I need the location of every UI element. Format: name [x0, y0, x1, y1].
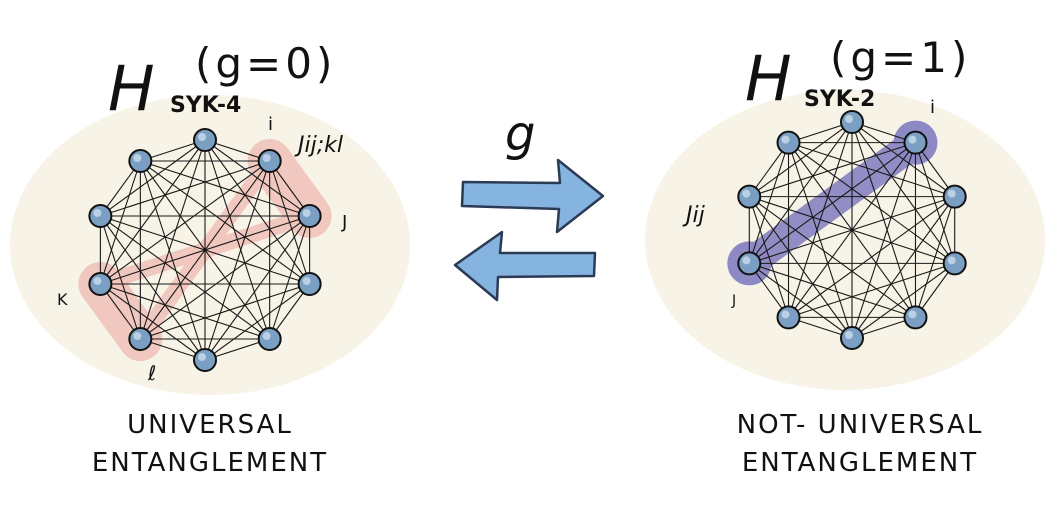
- right-node-label-j: J: [731, 293, 736, 309]
- left-hamiltonian-subscript: SYK-4: [170, 93, 241, 118]
- graph-edge: [140, 160, 310, 217]
- graph-edge: [204, 215, 311, 361]
- graph-edge: [748, 196, 916, 318]
- node-shine: [908, 135, 917, 144]
- graph-edge: [100, 160, 270, 217]
- graph-node: [193, 128, 217, 152]
- right-hamiltonian-parameter: (g=1): [830, 33, 971, 82]
- graph-node: [297, 204, 322, 229]
- node-shine: [302, 209, 311, 218]
- coupling-parameter-g: g: [505, 106, 535, 162]
- node-shine: [262, 154, 271, 163]
- graph-edge: [748, 142, 790, 264]
- graph-edge: [748, 196, 853, 339]
- graph-edge: [851, 196, 956, 339]
- left-node-label-i: i: [268, 114, 273, 135]
- graph-edge: [204, 139, 311, 285]
- graph-edge: [788, 142, 916, 318]
- node-shine: [133, 331, 142, 340]
- node-shine: [93, 209, 102, 218]
- node-shine: [781, 310, 790, 319]
- graph-node: [737, 251, 762, 276]
- node-shine: [947, 189, 956, 198]
- graph-edge: [748, 196, 790, 318]
- left-coupling-label: Jij;kl: [294, 133, 343, 158]
- node-shine: [198, 353, 206, 361]
- graph-node: [88, 271, 113, 296]
- node-shine: [742, 189, 751, 198]
- left-caption-line1: UNIVERSAL: [127, 410, 293, 440]
- node-shine: [198, 133, 206, 141]
- graph-edge: [749, 262, 916, 318]
- node-shine: [93, 276, 102, 285]
- node-shine: [133, 154, 142, 163]
- graph-edge: [748, 262, 853, 339]
- graph-edge: [139, 160, 206, 361]
- graph-edge: [99, 160, 141, 285]
- graph-node: [776, 130, 801, 155]
- graph-edge: [787, 142, 853, 339]
- left-node-label-k: K: [57, 290, 68, 309]
- right-caption: NOT- UNIVERSAL ENTANGLEMENT: [700, 406, 1020, 482]
- left-hamiltonian-symbol: H: [108, 52, 155, 125]
- graph-edge: [788, 142, 955, 198]
- left-hamiltonian-parameter: (g=0): [195, 39, 336, 88]
- right-arrow-icon: [460, 158, 605, 234]
- graph-node: [737, 184, 762, 209]
- graph-node: [942, 251, 967, 276]
- graph-edge: [100, 215, 270, 340]
- graph-node: [776, 305, 801, 330]
- graph-node: [193, 348, 217, 372]
- node-shine: [742, 256, 751, 265]
- graph-edge: [749, 142, 916, 198]
- graph-node: [88, 204, 113, 229]
- right-coupling-label: Jij: [682, 203, 706, 228]
- graph-node: [297, 271, 322, 296]
- right-caption-line1: NOT- UNIVERSAL: [736, 410, 984, 440]
- node-shine: [845, 115, 853, 123]
- left-node-label-j: J: [341, 212, 347, 233]
- graph-edge: [139, 160, 271, 340]
- graph-edge: [851, 121, 956, 264]
- graph-node: [257, 149, 282, 174]
- node-shine: [908, 310, 917, 319]
- graph-node: [128, 149, 153, 174]
- graph-node: [942, 184, 967, 209]
- right-node-label-i: i: [930, 97, 935, 118]
- node-shine: [947, 256, 956, 265]
- graph-node: [903, 130, 928, 155]
- graph-edge: [140, 160, 310, 285]
- left-graph-nodes: [88, 128, 322, 372]
- left-caption-line2: ENTANGLEMENT: [91, 448, 329, 478]
- graph-node: [257, 326, 282, 351]
- left-caption: UNIVERSAL ENTANGLEMENT: [60, 406, 360, 482]
- right-graph-nodes: [737, 110, 967, 350]
- graph-edge: [788, 262, 955, 318]
- graph-edge: [99, 139, 206, 285]
- graph-edge: [140, 283, 310, 340]
- graph-node: [840, 326, 864, 350]
- graph-edge: [100, 283, 270, 340]
- right-hamiltonian-subscript: SYK-2: [804, 87, 875, 112]
- graph-edge: [100, 283, 206, 361]
- node-shine: [302, 276, 311, 285]
- node-shine: [781, 135, 790, 144]
- graph-node: [903, 305, 928, 330]
- graph-node: [840, 110, 864, 134]
- node-shine: [262, 331, 271, 340]
- left-node-label-l: ℓ: [147, 361, 156, 385]
- node-shine: [845, 331, 853, 339]
- right-hamiltonian-symbol: H: [745, 42, 792, 115]
- right-caption-line2: ENTANGLEMENT: [741, 448, 979, 478]
- left-arrow-icon: [453, 230, 597, 302]
- graph-node: [128, 326, 153, 351]
- graph-edge: [788, 142, 956, 264]
- graph-edge: [748, 121, 853, 264]
- graph-edge: [99, 215, 206, 361]
- graph-edge: [99, 215, 141, 340]
